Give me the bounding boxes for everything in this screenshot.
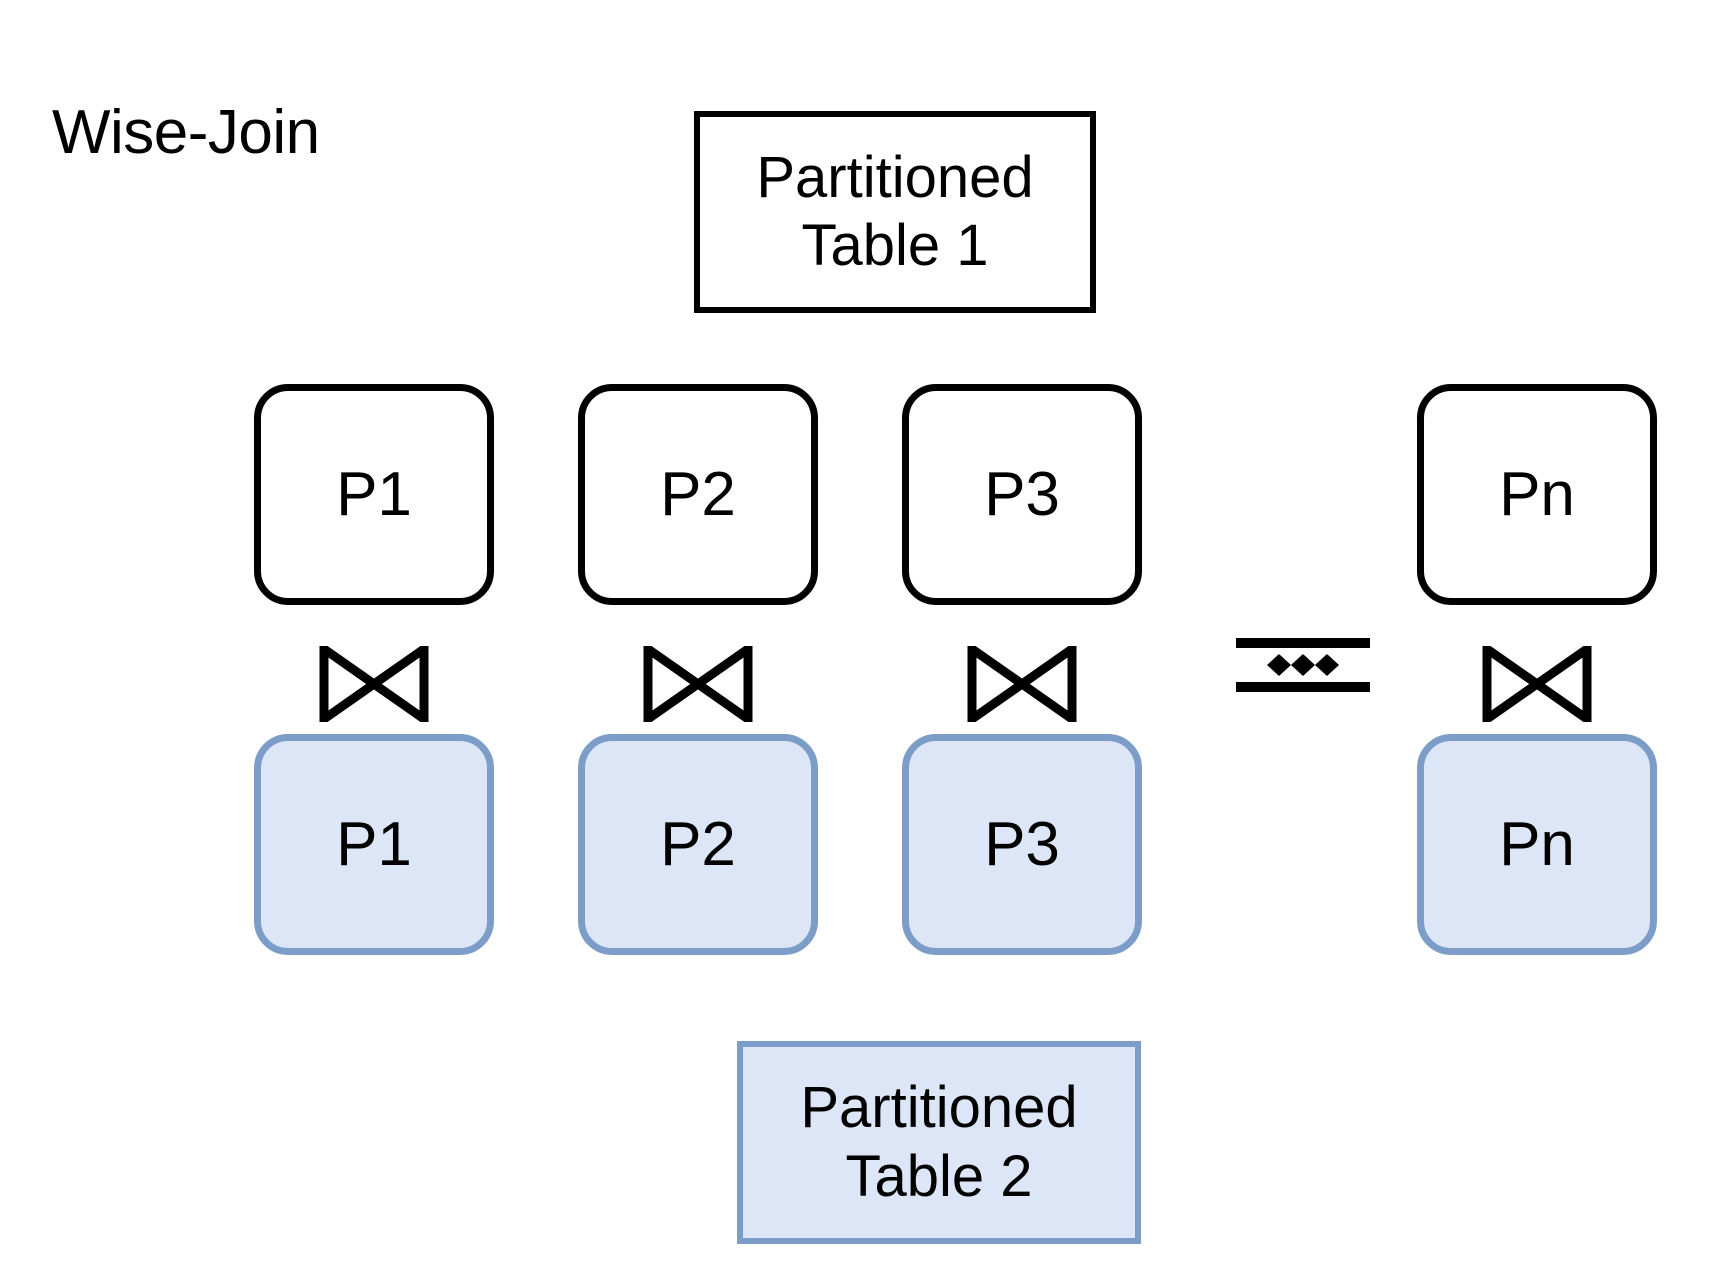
partitioned-table-1-line2: Table 1 (801, 213, 989, 278)
partitioned-table-2-box: Partitioned Table 2 (737, 1041, 1141, 1244)
bottom-partition-label-p3: P3 (984, 810, 1060, 879)
top-partition-label-p1: P1 (336, 460, 412, 529)
horizontal-ellipsis-between-rules-icon (1234, 632, 1372, 698)
bottom-partition-label-p1: P1 (336, 810, 412, 879)
bottom-partition-tile-p3: P3 (902, 734, 1142, 955)
top-partition-label-p3: P3 (984, 460, 1060, 529)
partitioned-table-2-line2: Table 2 (845, 1143, 1033, 1209)
join-bowtie-icon-3 (967, 646, 1077, 722)
bottom-partition-label-p2: P2 (660, 810, 736, 879)
join-bowtie-icon-n (1482, 646, 1592, 722)
partitioned-table-1-line1: Partitioned (756, 144, 1034, 210)
partitioned-table-1-box: Partitioned Table 1 (694, 111, 1096, 313)
bottom-partition-label-pn: Pn (1499, 810, 1575, 879)
bottom-partition-tile-pn: Pn (1417, 734, 1657, 955)
page-title: Wise-Join (52, 98, 320, 167)
top-partition-tile-p1: P1 (254, 384, 494, 605)
top-partition-tile-p3: P3 (902, 384, 1142, 605)
join-bowtie-icon-2 (643, 646, 753, 722)
bottom-partition-tile-p1: P1 (254, 734, 494, 955)
top-partition-label-p2: P2 (660, 460, 736, 529)
bottom-partition-tile-p2: P2 (578, 734, 818, 955)
top-partition-tile-pn: Pn (1417, 384, 1657, 605)
top-partition-label-pn: Pn (1499, 460, 1575, 529)
top-partition-tile-p2: P2 (578, 384, 818, 605)
partitioned-table-2-line1: Partitioned (800, 1075, 1078, 1141)
join-bowtie-icon-1 (319, 646, 429, 722)
